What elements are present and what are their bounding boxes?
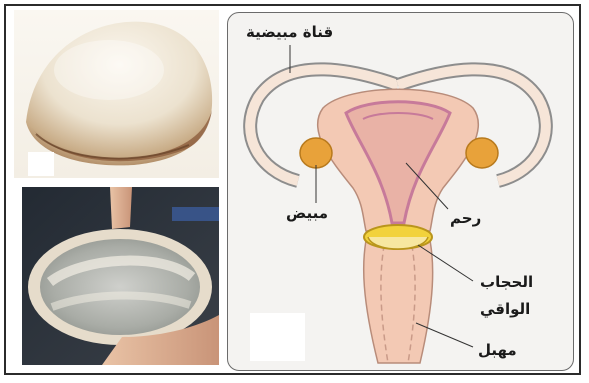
blank-box [250, 313, 305, 361]
diaphragm-photo-bottom [22, 187, 219, 365]
label-uterus: رحم [450, 211, 481, 226]
label-diaphragm-line1: الحجاب [480, 275, 533, 290]
label-diaphragm-line2: الواقي [480, 302, 530, 317]
label-ovary: مبيض [286, 206, 328, 221]
label-vagina: مهبل [478, 343, 517, 358]
diaphragm-photo-top [14, 10, 219, 178]
label-fallopian-tube: قناة مبيضية [246, 25, 333, 40]
